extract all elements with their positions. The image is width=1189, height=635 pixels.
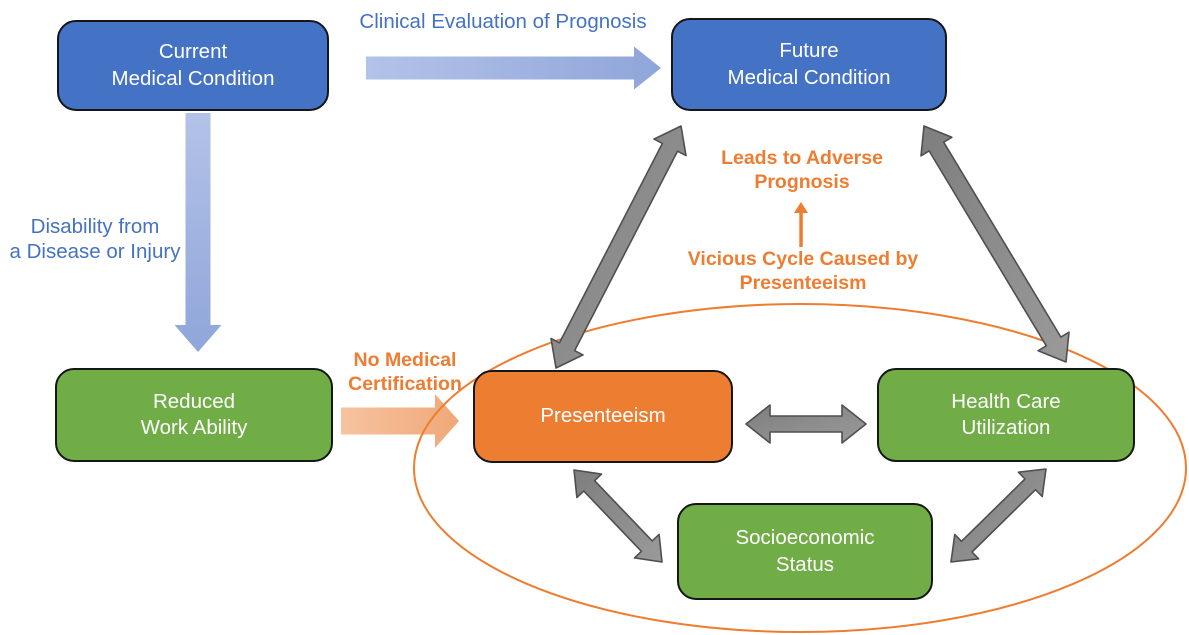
- node-presenteeism: Presenteeism: [473, 370, 733, 463]
- vicious-cycle-label: Vicious Cycle Caused by Presenteeism: [687, 248, 919, 294]
- arrow-presenteeism-socioeconomic: [573, 469, 663, 563]
- arrow-healthcare-future: [920, 125, 1070, 363]
- clinical-evaluation-arrow: [366, 46, 661, 90]
- node-reduced-work-ability: Reduced Work Ability: [55, 368, 333, 462]
- no-medical-certification-label: No Medical Certification: [348, 349, 462, 395]
- node-socioeconomic-label: Socioeconomic Status: [735, 526, 875, 576]
- node-healthcare-label: Health Care Utilization: [951, 389, 1061, 439]
- node-future-medical-condition: Future Medical Condition: [671, 18, 947, 111]
- node-current-medical-condition: Current Medical Condition: [57, 20, 329, 111]
- no-certification-arrow: [341, 394, 459, 448]
- node-future-label: Future Medical Condition: [727, 39, 891, 89]
- leads-to-pointer-arrow: [794, 202, 808, 247]
- arrow-presenteeism-future: [550, 125, 687, 369]
- disability-label: Disability from a Disease or Injury: [9, 215, 181, 263]
- node-socioeconomic-status: Socioeconomic Status: [677, 503, 933, 600]
- leads-to-adverse-prognosis-label: Leads to Adverse Prognosis: [721, 147, 883, 193]
- vicious-cycle-ellipse: [413, 303, 1187, 633]
- node-current-label: Current Medical Condition: [111, 40, 275, 90]
- node-health-care-utilization: Health Care Utilization: [877, 368, 1135, 462]
- disability-arrow: [174, 113, 222, 352]
- node-presenteeism-label: Presenteeism: [540, 404, 666, 428]
- arrow-socioeconomic-healthcare: [950, 468, 1047, 563]
- arrow-presenteeism-healthcare: [745, 404, 867, 444]
- clinical-evaluation-label: Clinical Evaluation of Prognosis: [359, 10, 647, 33]
- node-reduced-label: Reduced Work Ability: [140, 389, 248, 439]
